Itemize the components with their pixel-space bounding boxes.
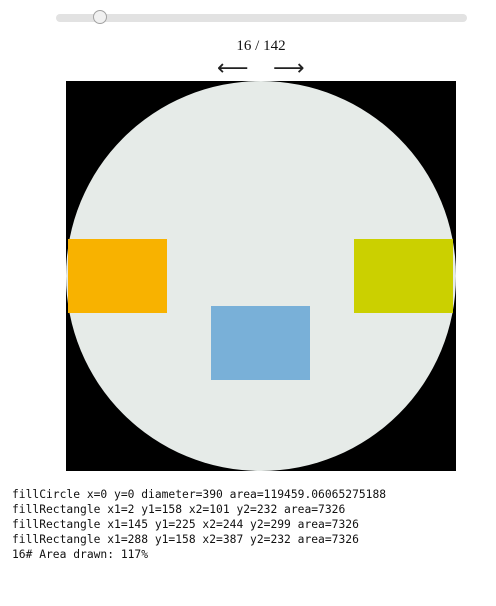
log-summary: 16# Area drawn: 117%	[12, 548, 149, 561]
slider-thumb[interactable]	[92, 10, 107, 24]
log-line: fillRectangle x1=145 y1=225 x2=244 y2=29…	[12, 518, 359, 531]
canvas-rectangle	[211, 306, 310, 380]
canvas-rectangle	[354, 239, 453, 313]
log-line: fillRectangle x1=2 y1=158 x2=101 y2=232 …	[12, 503, 346, 516]
log-line: fillCircle x=0 y=0 diameter=390 area=119…	[12, 488, 387, 501]
next-arrow-icon[interactable]: ⟶	[273, 56, 305, 81]
shapes-layer	[66, 81, 456, 471]
step-counter: 16 / 142	[236, 38, 286, 54]
draw-log: fillCircle x=0 y=0 diameter=390 area=119…	[12, 487, 386, 562]
step-slider[interactable]	[56, 10, 467, 24]
canvas-rectangle	[68, 239, 167, 313]
slider-track[interactable]	[56, 14, 467, 22]
canvas-circle	[66, 81, 456, 471]
log-line: fillRectangle x1=288 y1=158 x2=387 y2=23…	[12, 533, 359, 546]
previous-arrow-icon[interactable]: ⟵	[217, 56, 249, 81]
drawing-canvas	[66, 81, 456, 471]
